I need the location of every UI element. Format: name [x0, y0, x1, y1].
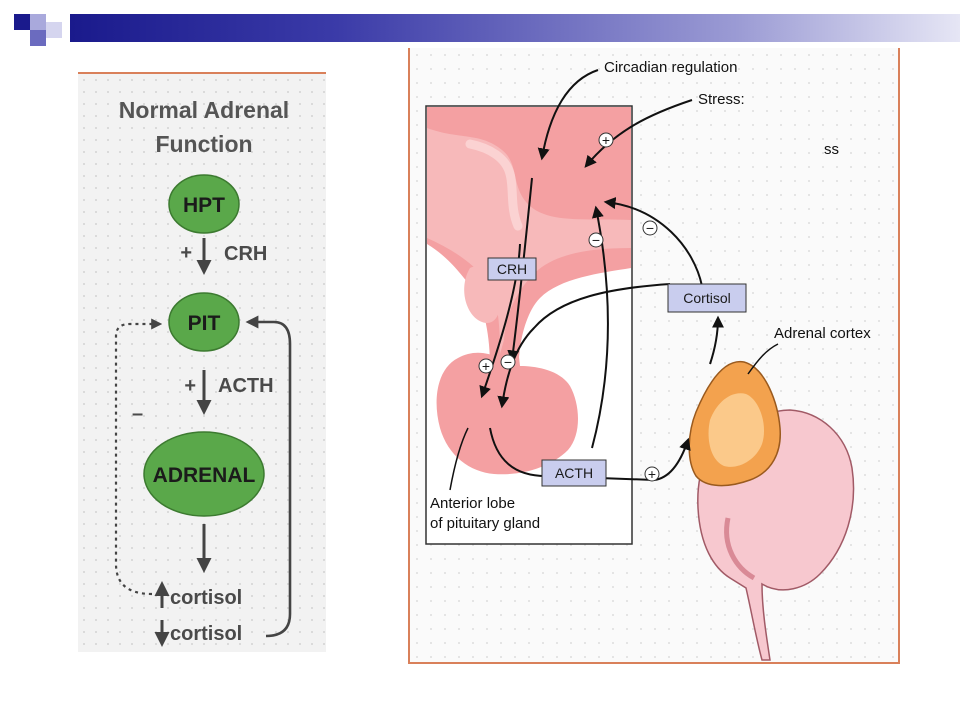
- flowchart-title-line2: Function: [155, 131, 252, 157]
- pit-node: [168, 292, 240, 352]
- acth-signal-label: ACTH: [218, 375, 274, 397]
- hpt-node-label: HPT: [183, 194, 225, 217]
- header-square-blue: [30, 30, 46, 46]
- anterior-lobe-label-line1: Anterior lobe: [430, 495, 515, 512]
- svg-text:+: +: [648, 466, 656, 482]
- hpa-axis-diagram: + − − + − + CRH Cortisol ACTH Circa: [408, 48, 900, 664]
- cortisol-down-label: cortisol: [170, 623, 242, 645]
- crh-label-box: [487, 257, 537, 281]
- negative-feedback-loop: [114, 318, 163, 596]
- svg-text:−: −: [504, 354, 512, 370]
- anterior-pituitary-shape: [436, 347, 578, 475]
- low-cortisol-feedback-loop: [245, 315, 292, 638]
- header-bar: [70, 14, 960, 42]
- acth-plus-marker: +: [644, 466, 660, 482]
- cortisol-to-hypothalamus-arrow: [603, 197, 703, 287]
- adrenal-function-flowchart: Normal Adrenal Function HPT + CRH PIT + …: [78, 72, 326, 652]
- cortisol-to-pituitary-arrow: [497, 283, 671, 409]
- adrenal-node-label: ADRENAL: [153, 464, 256, 487]
- pit-node-label: PIT: [188, 312, 221, 335]
- adrenal-to-cortisol-arrow: [709, 315, 724, 365]
- circadian-regulation-label: Circadian regulation: [604, 59, 737, 76]
- kidney-pelvis: [724, 517, 756, 581]
- hpt-node: [168, 174, 240, 234]
- stress-arrow: [584, 99, 693, 168]
- anterior-lobe-label-line2: of pituitary gland: [430, 515, 540, 532]
- acth-plus-sign: +: [184, 375, 196, 397]
- adrenal-cortex-pointer: [747, 343, 779, 375]
- adrenal-cortex-label: Adrenal cortex: [774, 325, 871, 342]
- hypothalamus-inner-shading: [427, 128, 631, 354]
- crh-plus-sign: +: [180, 242, 192, 264]
- circadian-arrow: [537, 69, 599, 161]
- svg-text:−: −: [592, 232, 600, 248]
- flowchart-title-line1: Normal Adrenal: [119, 97, 289, 123]
- anterior-lobe-pointer: [449, 427, 469, 491]
- stalk-highlight: [465, 139, 523, 231]
- svg-text:+: +: [602, 132, 610, 148]
- cortisol-label-box: [667, 283, 747, 313]
- header-square-lavender: [30, 14, 46, 30]
- pituitary-to-hypothalamus-arrow: [591, 205, 609, 449]
- crh-plus-marker: +: [478, 358, 494, 374]
- crh-box-label: CRH: [497, 261, 527, 277]
- acth-label-box: [541, 459, 607, 487]
- adrenal-medulla-shape: [708, 393, 765, 467]
- svg-text:+: +: [482, 358, 490, 374]
- header-square-light: [46, 22, 62, 38]
- negative-feedback-minus: –: [132, 403, 143, 425]
- cortisol-minus-marker-3: −: [500, 354, 516, 370]
- cortisol-up-label: cortisol: [170, 587, 242, 609]
- ss-label: ss: [824, 141, 839, 158]
- stress-label: Stress:: [698, 91, 745, 108]
- svg-text:−: −: [646, 220, 654, 236]
- cortisol-minus-marker-1: −: [642, 220, 658, 236]
- cortisol-box-label: Cortisol: [683, 290, 730, 306]
- posterior-pituitary-shape: [464, 266, 501, 324]
- crh-signal-label: CRH: [224, 243, 267, 265]
- cortisol-minus-marker-2: −: [588, 232, 604, 248]
- adrenal-node: [143, 431, 265, 517]
- stress-plus-marker: +: [598, 132, 614, 148]
- header-square-navy: [14, 14, 30, 30]
- acth-box-label: ACTH: [555, 465, 593, 481]
